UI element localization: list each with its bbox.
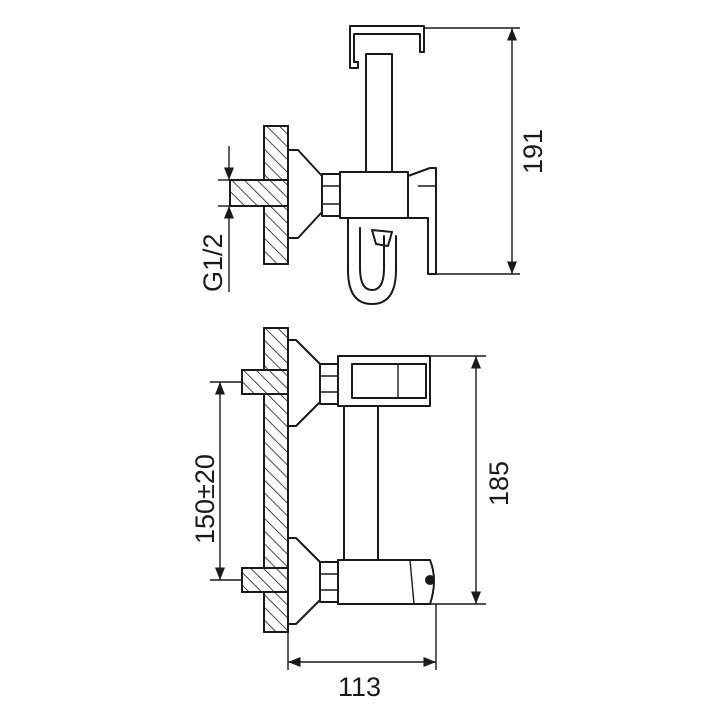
lever-handle-top	[407, 167, 437, 275]
valve-body-top	[339, 171, 409, 219]
thread-label: G1/2	[198, 233, 228, 292]
hex-nut-top	[321, 173, 341, 217]
front-view: 150±20 185 113	[190, 327, 514, 702]
hose-loop	[347, 217, 397, 305]
projection-label: 113	[338, 672, 381, 702]
spray-head	[349, 25, 425, 69]
threaded-pipe-top	[229, 179, 289, 207]
threaded-pipe-lower	[241, 567, 289, 593]
front-height-label: 185	[484, 461, 514, 506]
riser-pipe	[343, 403, 379, 563]
hex-nut-upper	[319, 363, 339, 405]
valve-body-front	[337, 559, 435, 605]
escutcheon-upper	[287, 339, 321, 427]
threaded-pipe-upper	[241, 369, 289, 395]
spray-stem	[365, 53, 393, 173]
hex-nut-lower	[319, 561, 339, 603]
escutcheon-top	[287, 149, 323, 239]
handle-screw	[425, 575, 435, 585]
side-height-label: 191	[518, 129, 548, 174]
escutcheon-lower	[287, 537, 321, 625]
center-distance-label: 150±20	[190, 454, 220, 544]
side-view: G1/2 191	[198, 25, 548, 305]
